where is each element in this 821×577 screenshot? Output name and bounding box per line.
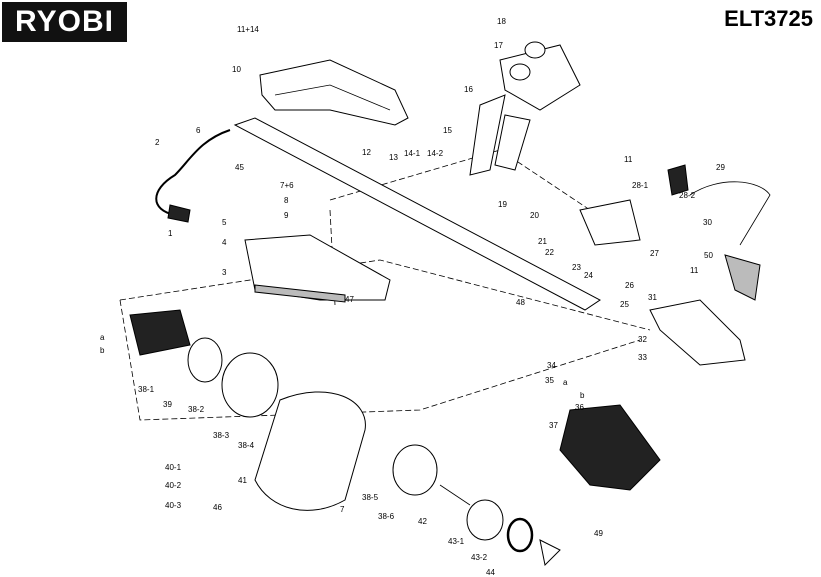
part-label: 13: [389, 153, 398, 162]
part-label: 26: [625, 281, 634, 290]
part-label: 37: [549, 421, 558, 430]
handle-grip: [499, 44, 581, 111]
part-label: 40-1: [165, 463, 182, 472]
part-label: a: [100, 333, 105, 342]
part-label: 43-1: [448, 537, 465, 546]
part-label: 49: [594, 529, 603, 538]
label-50: [724, 254, 761, 301]
spring-42: [439, 484, 471, 506]
part-label: 47: [345, 295, 354, 304]
part-label: 11+14: [237, 25, 259, 34]
part-label: 40-3: [165, 501, 182, 510]
part-label: b: [100, 346, 105, 355]
part-label: 28-1: [632, 181, 649, 190]
part-label: 10: [232, 65, 241, 74]
part-label: 23: [572, 263, 581, 272]
front-handle: [649, 299, 746, 366]
plug: [167, 204, 191, 223]
part-label: 14-2: [427, 149, 444, 158]
assist-handle: [469, 94, 506, 176]
part-label: 9: [284, 211, 289, 220]
part-label: 11: [624, 155, 633, 164]
part-label: 27: [650, 249, 659, 258]
part-label: 38-5: [362, 493, 379, 502]
line-43-2: [506, 517, 534, 553]
part-label: 11: [690, 266, 699, 275]
part-label: 29: [716, 163, 725, 172]
part-label: 35: [545, 376, 554, 385]
part-label: 7+6: [280, 181, 294, 190]
part-label: 12: [362, 148, 371, 157]
spool-43-1: [466, 499, 504, 541]
part-label: b: [580, 391, 585, 400]
main-shaft: [233, 117, 601, 311]
part-label: 14-1: [404, 149, 421, 158]
part-label: 38-2: [188, 405, 205, 414]
part-label: 33: [638, 353, 647, 362]
part-label: 18: [497, 17, 506, 26]
part-label: 3: [222, 268, 227, 277]
part-label: 16: [464, 85, 473, 94]
spring-29: [667, 164, 689, 196]
model-number: ELT3725: [724, 6, 813, 31]
edger-bracket: [579, 199, 641, 246]
gear-housing: [392, 444, 438, 496]
part-label: 24: [584, 271, 593, 280]
part-label: 48: [516, 298, 525, 307]
bearing-39: [187, 337, 223, 383]
guard: [254, 391, 366, 511]
part-label: 46: [213, 503, 222, 512]
part-label: 38-4: [238, 441, 255, 450]
part-label: 22: [545, 248, 554, 257]
part-label: 41: [238, 476, 247, 485]
part-label: 44: [486, 568, 495, 577]
part-label: 6: [196, 126, 201, 135]
part-label: 40-2: [165, 481, 182, 490]
part-label: 31: [648, 293, 657, 302]
power-cord: [155, 129, 231, 216]
part-label: 4: [222, 238, 227, 247]
part-label: 36: [575, 403, 584, 412]
part-label: 7: [340, 505, 345, 514]
part-label: 25: [620, 300, 629, 309]
part-label: 43-2: [471, 553, 488, 562]
part-label: a: [563, 378, 568, 387]
part-label: 21: [538, 237, 547, 246]
part-labels: 1 2 3 4 5 6 7 7+6 8 9 10 11+14 11 11 12 …: [100, 17, 725, 577]
part-label: 15: [443, 126, 452, 135]
part-label: 8: [284, 196, 289, 205]
part-label: 28-2: [679, 191, 696, 200]
part-label: 45: [235, 163, 244, 172]
part-label: 50: [704, 251, 713, 260]
cap-44: [539, 539, 561, 567]
motor-plate: [221, 352, 279, 418]
part-label: 1: [168, 229, 173, 238]
part-label: 30: [703, 218, 712, 227]
part-label: 2: [155, 138, 160, 147]
upper-handle-bracket: [259, 59, 409, 126]
ryobi-logo: RYOBI: [2, 2, 127, 42]
part-label: 39: [163, 400, 172, 409]
part-label: 42: [418, 517, 427, 526]
part-label: 32: [638, 335, 647, 344]
part-label: 17: [494, 41, 503, 50]
part-label: 34: [547, 361, 556, 370]
part-label: 38-3: [213, 431, 230, 440]
part-label: 38-1: [138, 385, 155, 394]
part-label: 20: [530, 211, 539, 220]
wire-guide: [689, 181, 771, 246]
part-label: 5: [222, 218, 227, 227]
motor: [129, 309, 191, 356]
part-label: 38-6: [378, 512, 395, 521]
head-guard: [559, 404, 661, 491]
part-label: 19: [498, 200, 507, 209]
